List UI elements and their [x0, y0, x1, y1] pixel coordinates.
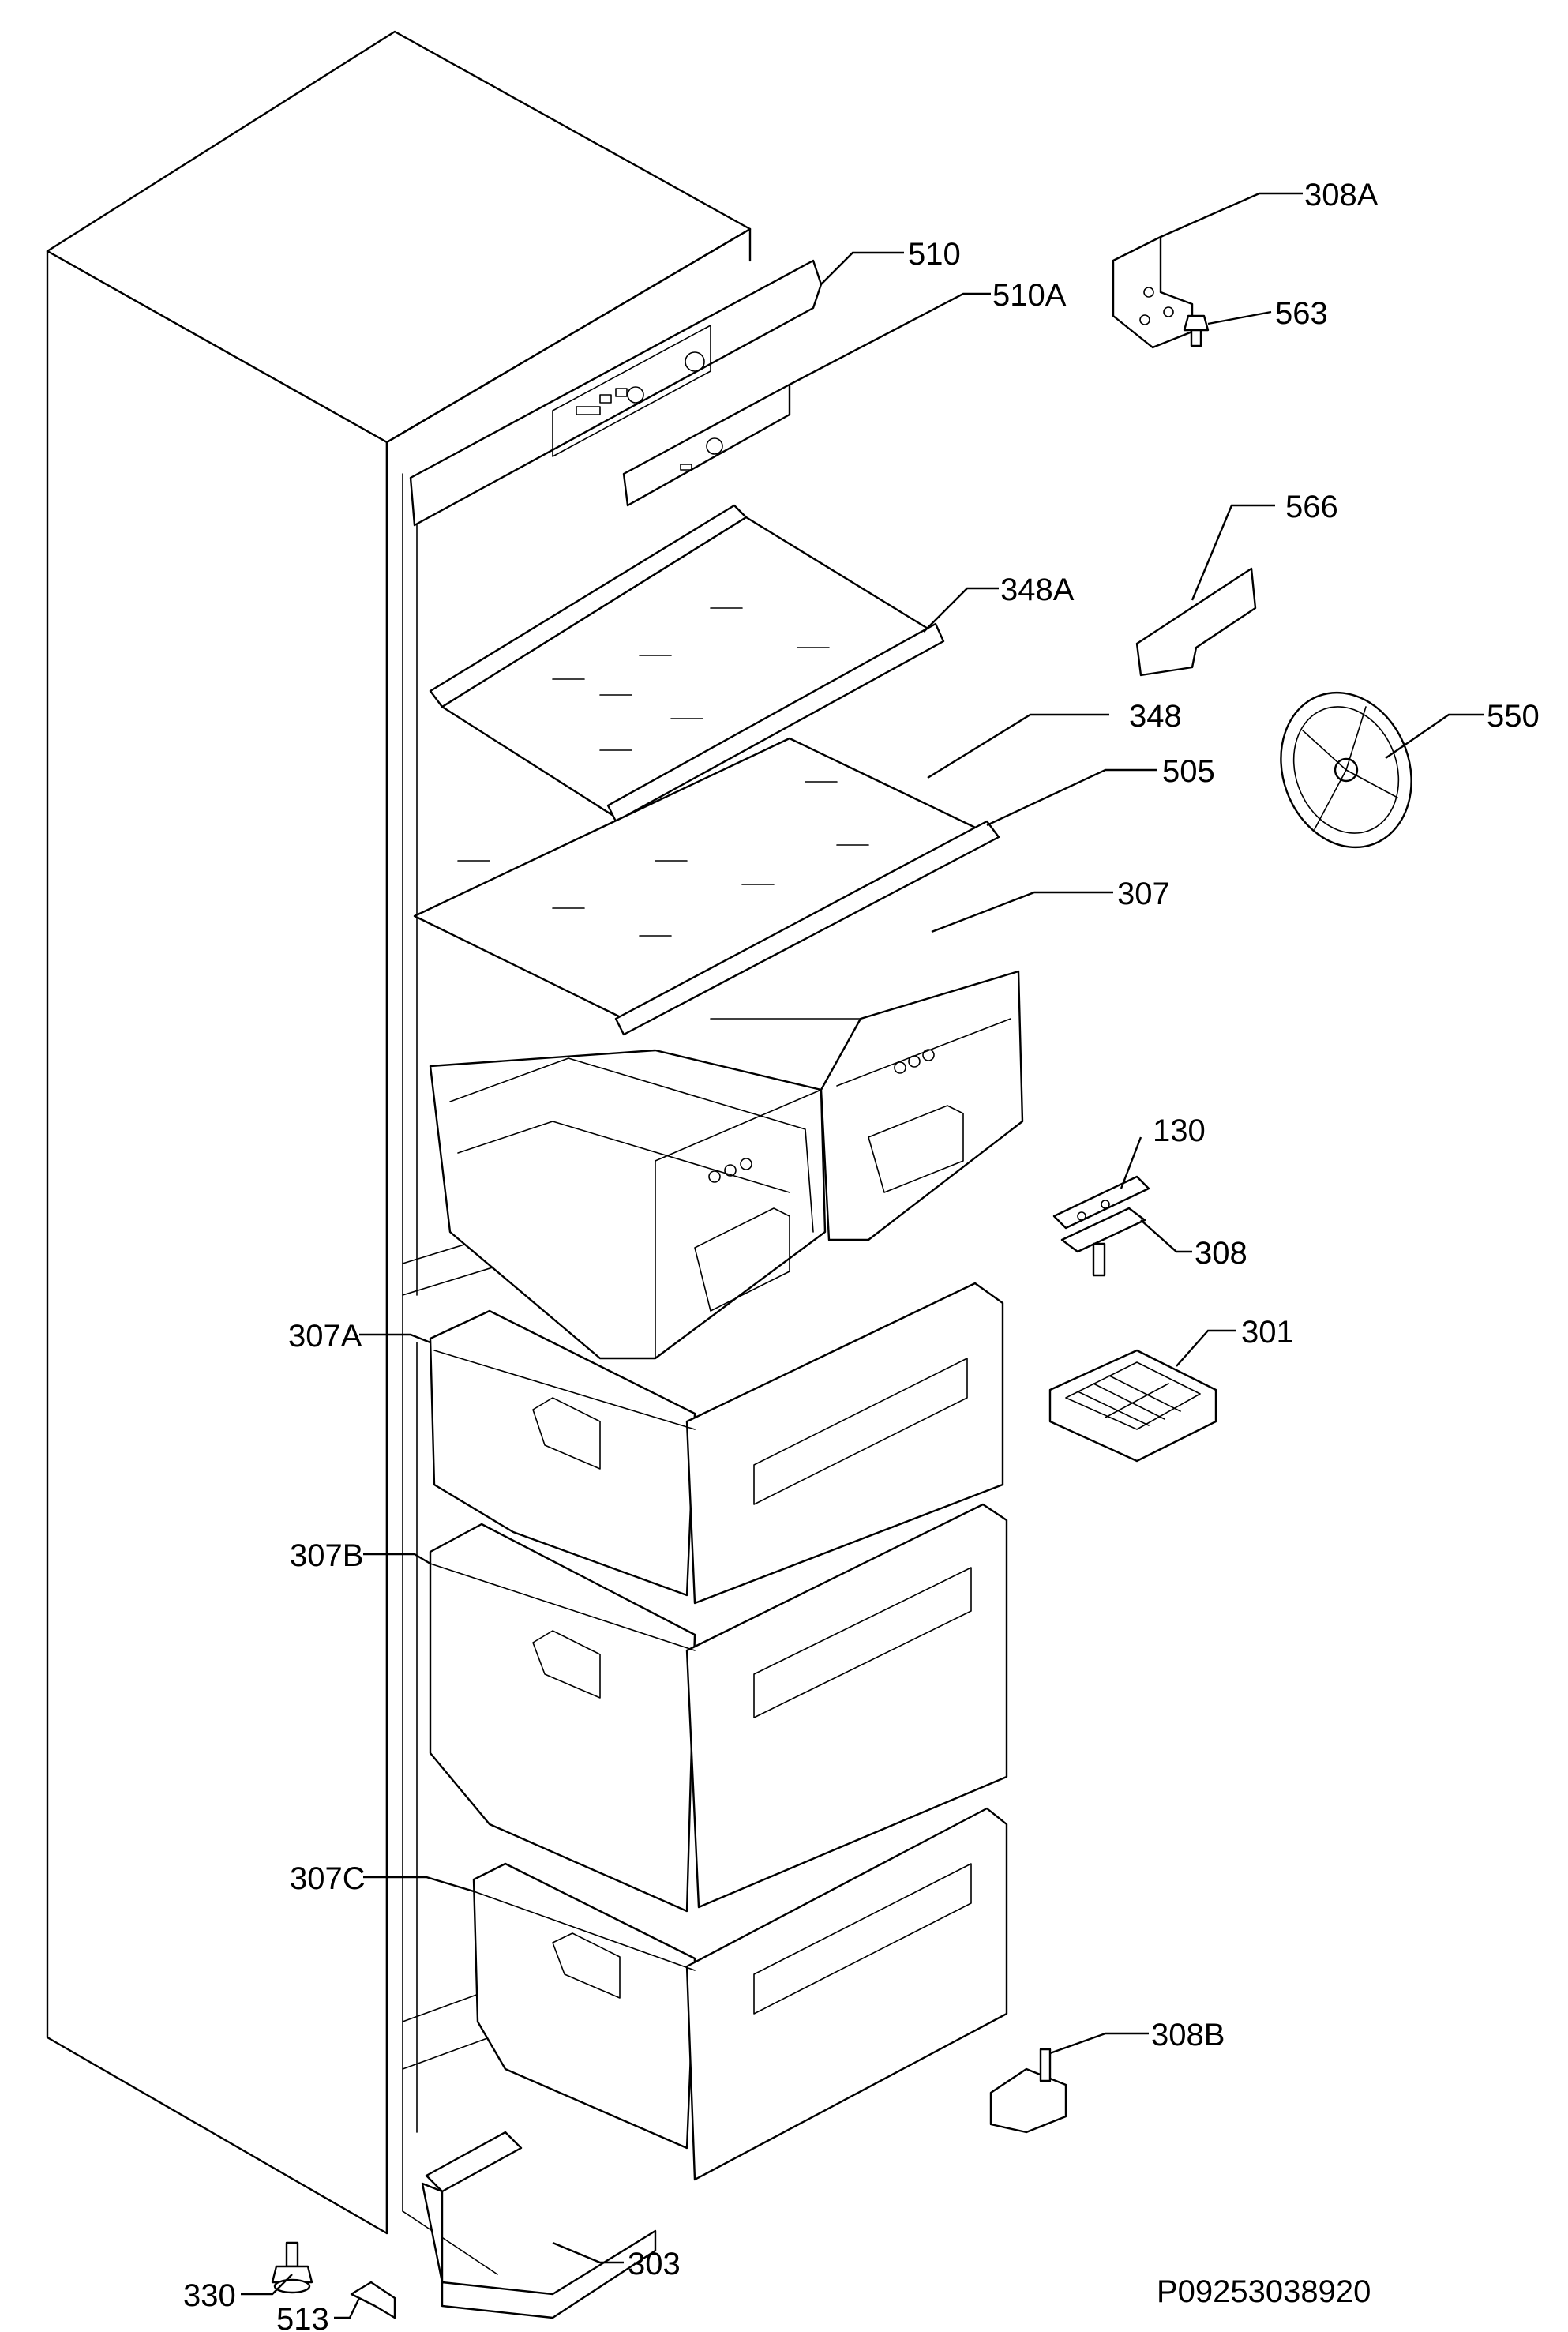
label-563: 563 — [1275, 296, 1328, 331]
screw-563 — [1183, 314, 1210, 347]
glass-shelf-348A — [429, 504, 945, 823]
freezer-drawer-307B — [429, 1503, 1008, 1913]
label-303: 303 — [628, 2247, 681, 2281]
label-307: 307 — [1117, 877, 1170, 911]
label-505: 505 — [1162, 754, 1215, 789]
document-number: P09253038920 — [1157, 2274, 1371, 2309]
fan-550 — [1280, 691, 1412, 849]
label-307C: 307C — [290, 1861, 366, 1896]
adjustable-foot-330 — [271, 2241, 313, 2294]
label-307A: 307A — [288, 1319, 362, 1354]
hinge-308B — [989, 2048, 1067, 2134]
label-510: 510 — [908, 237, 961, 272]
label-308: 308 — [1195, 1236, 1247, 1271]
freezer-drawer-307C — [472, 1807, 1008, 2181]
handle-566 — [1135, 567, 1257, 677]
label-308B: 308B — [1151, 2018, 1225, 2052]
cabinet — [46, 30, 752, 2275]
label-130: 130 — [1153, 1113, 1206, 1148]
bottom-cover-303 — [421, 2131, 657, 2319]
hinge-130 — [1052, 1175, 1150, 1230]
leader-lines — [241, 192, 1484, 2319]
display-panel-510A — [622, 383, 791, 507]
control-panel-cover-510 — [409, 259, 823, 527]
label-308A: 308A — [1304, 178, 1379, 212]
label-510A: 510A — [992, 278, 1067, 313]
label-566: 566 — [1285, 490, 1338, 524]
shelf-trim-505 — [614, 820, 1000, 1036]
label-550: 550 — [1487, 699, 1540, 734]
label-307B: 307B — [290, 1538, 363, 1573]
label-348: 348 — [1129, 699, 1182, 734]
chiller-drawer-307 — [429, 970, 1024, 1360]
label-348A: 348A — [1000, 573, 1075, 607]
label-330: 330 — [183, 2278, 236, 2313]
part-labels: 308A 510 510A 563 566 348A 348 550 505 3… — [183, 178, 1540, 2332]
label-301: 301 — [1241, 1315, 1294, 1350]
hinge-pin-308 — [1060, 1207, 1146, 1277]
freezer-drawer-307A — [429, 1282, 1004, 1605]
clip-513 — [350, 2281, 396, 2319]
hinge-bracket-308A — [1112, 235, 1194, 349]
ice-tray-301 — [1048, 1349, 1217, 1463]
label-513: 513 — [276, 2302, 329, 2332]
